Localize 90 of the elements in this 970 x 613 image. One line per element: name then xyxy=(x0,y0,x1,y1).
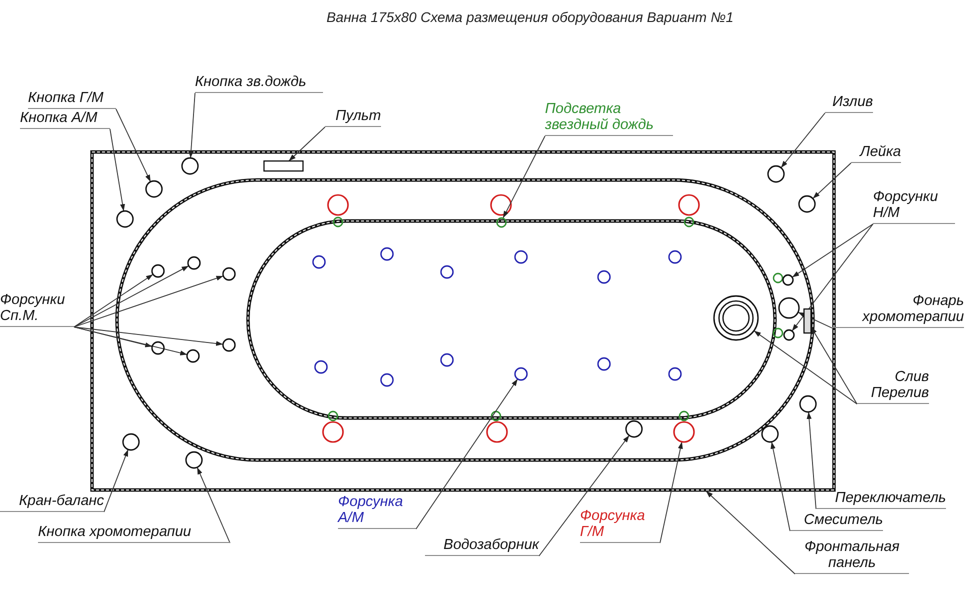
nozzle-circle xyxy=(782,274,794,286)
leader-line xyxy=(116,108,152,182)
label-text: Форсунки Сп.М. xyxy=(0,292,66,324)
part-label xyxy=(790,512,883,531)
drain-circle xyxy=(713,295,759,341)
label-text: Кнопка Г/М xyxy=(28,90,105,106)
part-label xyxy=(338,494,416,529)
label-text: Слив xyxy=(894,369,929,385)
label-text: Смеситель xyxy=(802,512,883,528)
label-text: Кран-баланс xyxy=(18,493,104,509)
diagram-title: Ванна 175x80 Схема размещения оборудования Вариант №1 xyxy=(325,9,735,25)
part-label xyxy=(425,537,539,556)
lamp-circle xyxy=(778,297,800,319)
button-circle xyxy=(185,451,203,469)
leader-line xyxy=(74,265,190,328)
nozzle-circle xyxy=(151,341,165,355)
leader-line xyxy=(196,466,230,544)
mixer-circle xyxy=(761,425,779,443)
label-text: Пульт xyxy=(334,108,381,124)
label-text: Кнопка А/М xyxy=(20,110,98,126)
label-text: Перелив xyxy=(870,385,929,401)
switch-circle xyxy=(799,395,817,413)
nozzle-circle xyxy=(222,338,236,352)
leader-line xyxy=(74,326,224,346)
leader-line xyxy=(416,378,518,530)
nozzle-circle xyxy=(222,267,236,281)
control-panel xyxy=(263,160,304,172)
spout-circle xyxy=(767,165,785,183)
label-text: Переключатель xyxy=(834,490,946,506)
leader-line xyxy=(798,312,832,328)
part-label xyxy=(0,292,74,327)
label-text: Фронтальная панель xyxy=(803,539,901,571)
leader-line xyxy=(538,434,630,556)
leader-line xyxy=(792,224,874,278)
label-text: Форсунка Г/М xyxy=(580,508,646,540)
intake-circle xyxy=(625,420,643,438)
part-label xyxy=(857,369,929,404)
nozzle-circle xyxy=(514,367,528,381)
part-label xyxy=(38,524,230,543)
nozzle-circle xyxy=(783,329,795,341)
button-circle xyxy=(181,157,199,175)
leader-line xyxy=(74,276,224,328)
overflow-slot xyxy=(803,308,812,334)
nozzle-circle xyxy=(186,349,200,363)
nozzle-circle xyxy=(187,256,201,270)
label-text: Излив xyxy=(831,94,873,110)
leader-line xyxy=(806,412,816,510)
button-circle xyxy=(145,180,163,198)
leader-line xyxy=(812,162,852,199)
leader-line xyxy=(188,92,196,158)
part-label xyxy=(825,94,873,113)
leader-line xyxy=(792,224,874,332)
part-label xyxy=(832,293,964,328)
leader-line xyxy=(288,126,326,162)
part-label xyxy=(325,108,381,127)
leader-line xyxy=(74,274,154,328)
label-text: Кнопка хромотерапии xyxy=(38,524,192,540)
part-label xyxy=(873,189,955,224)
label-text: Кнопка зв.дождь xyxy=(195,74,308,90)
leader-line xyxy=(660,441,683,544)
leader-line xyxy=(810,326,858,404)
leader-line xyxy=(706,490,796,574)
part-label xyxy=(851,144,901,163)
nozzle-circle xyxy=(673,421,695,443)
shower-circle xyxy=(798,195,816,213)
label-text: Форсунки Н/М xyxy=(873,189,939,221)
part-label xyxy=(580,508,660,543)
label-text: Форсунка А/М xyxy=(338,494,404,526)
leader-line xyxy=(780,112,826,168)
part-label xyxy=(816,490,946,509)
leader-line xyxy=(104,449,129,512)
part-label xyxy=(195,74,323,93)
label-text: Фонарь хромотерапии xyxy=(861,293,964,325)
label-text: Водозаборник xyxy=(442,537,539,553)
label-text: Подсветка звездный дождь xyxy=(545,101,655,133)
label-text: Лейка xyxy=(858,144,901,160)
part-label xyxy=(28,90,116,109)
valve-circle xyxy=(122,433,140,451)
part-label xyxy=(20,110,110,129)
button-circle xyxy=(116,210,134,228)
leader-line xyxy=(770,441,790,532)
leader-line xyxy=(753,330,858,404)
light-circle xyxy=(496,216,506,228)
part-label xyxy=(545,101,673,136)
leader-line xyxy=(502,136,546,218)
nozzle-circle xyxy=(151,264,165,278)
part-label xyxy=(795,539,909,574)
leader-line xyxy=(110,128,125,212)
part-label xyxy=(0,493,104,512)
leader-line xyxy=(74,326,188,356)
